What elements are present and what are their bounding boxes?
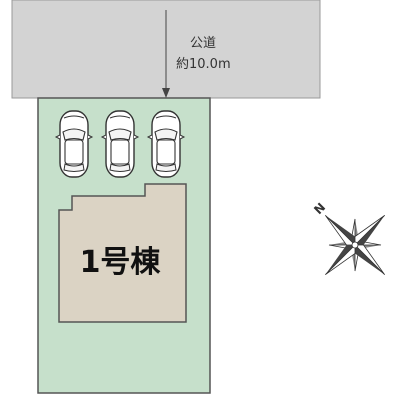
building-label: 1号棟 [80,245,162,280]
frontage-arrow-head [162,88,170,98]
road-width: 約10.0m [176,57,231,72]
parked-car-2 [101,110,139,178]
parked-car-3 [147,110,185,178]
parked-car-1 [55,110,93,178]
compass-north-label: N [311,200,328,217]
building-footprint [58,183,187,323]
road-label: 公道 [190,36,216,51]
compass-rose [324,214,386,276]
